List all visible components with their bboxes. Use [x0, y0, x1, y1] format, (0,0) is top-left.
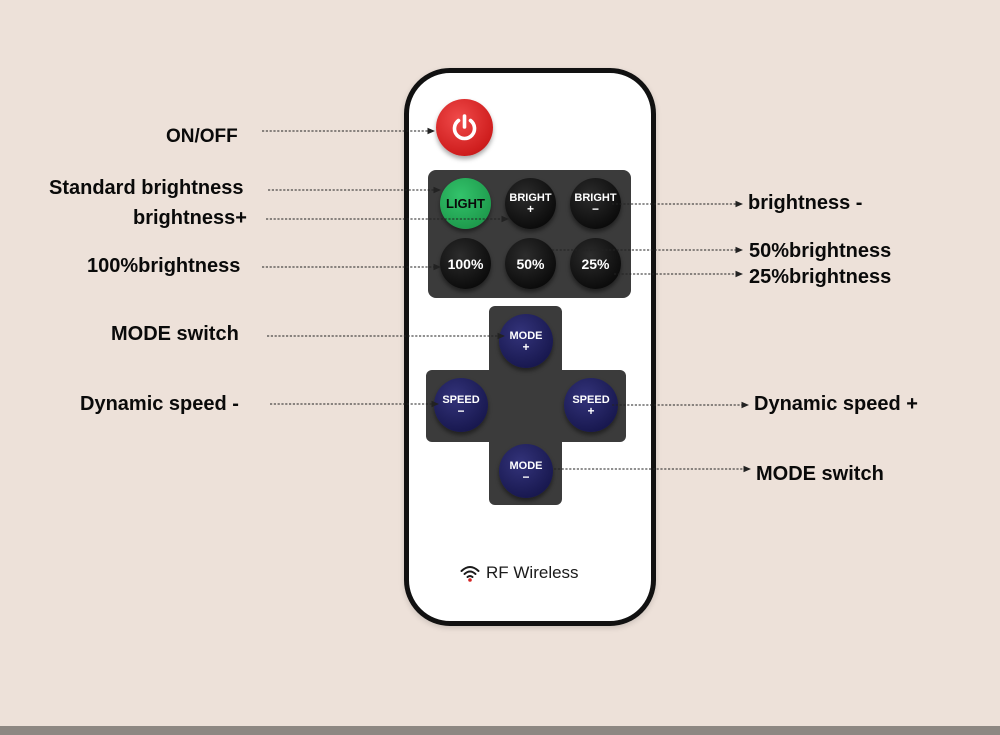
annotation-brightness-25: 25%brightness — [749, 266, 892, 288]
rf-wireless: RF Wireless — [460, 563, 579, 583]
brightness-25-label: 25% — [581, 255, 610, 272]
mode-minus-label: MODE — [509, 459, 543, 472]
mode-minus-symbol: − — [522, 469, 530, 484]
annotation-standard-brightness: Standard brightness — [49, 177, 244, 199]
brightness-100-button[interactable]: 100% — [440, 238, 491, 289]
bright-plus-button[interactable]: BRIGHT + — [505, 178, 556, 229]
bright-minus-label: BRIGHT — [574, 192, 617, 204]
mode-plus-button[interactable]: MODE + — [499, 314, 553, 368]
speed-plus-button[interactable]: SPEED + — [564, 378, 618, 432]
light-button-label: LIGHT — [446, 196, 485, 211]
bright-minus-symbol: − — [591, 202, 599, 216]
annotation-on-off: ON/OFF — [166, 126, 238, 147]
speed-minus-label: SPEED — [442, 393, 480, 406]
mode-minus-button[interactable]: MODE − — [499, 444, 553, 498]
annotation-brightness-minus: brightness - — [748, 192, 863, 214]
rf-wireless-label: RF Wireless — [486, 563, 579, 582]
annotation-brightness-100: 100%brightness — [87, 255, 241, 277]
annotation-mode-switch-bottom: MODE switch — [756, 463, 884, 485]
bottom-strip — [0, 726, 1000, 735]
speed-minus-button[interactable]: SPEED − — [434, 378, 488, 432]
annotation-dynamic-speed-minus: Dynamic speed - — [80, 393, 239, 415]
annotation-brightness-plus: brightness+ — [133, 207, 247, 229]
light-button[interactable]: LIGHT — [440, 178, 491, 229]
mode-plus-label: MODE — [509, 329, 543, 342]
brightness-100-label: 100% — [447, 255, 484, 272]
speed-plus-symbol: + — [587, 403, 595, 418]
speed-plus-label: SPEED — [572, 393, 610, 406]
brightness-25-button[interactable]: 25% — [570, 238, 621, 289]
brightness-50-label: 50% — [516, 255, 545, 272]
brightness-50-button[interactable]: 50% — [505, 238, 556, 289]
wifi-icon — [460, 566, 480, 582]
power-button[interactable] — [436, 99, 493, 156]
speed-minus-symbol: − — [457, 403, 465, 418]
annotation-brightness-50: 50%brightness — [749, 240, 892, 262]
mode-plus-symbol: + — [522, 339, 530, 354]
bright-plus-label: BRIGHT — [509, 192, 552, 204]
bright-plus-symbol: + — [526, 202, 534, 216]
annotation-mode-switch-top: MODE switch — [111, 323, 239, 345]
power-icon — [452, 114, 477, 141]
bright-minus-button[interactable]: BRIGHT − — [570, 178, 621, 229]
annotation-dynamic-speed-plus: Dynamic speed + — [754, 393, 918, 415]
